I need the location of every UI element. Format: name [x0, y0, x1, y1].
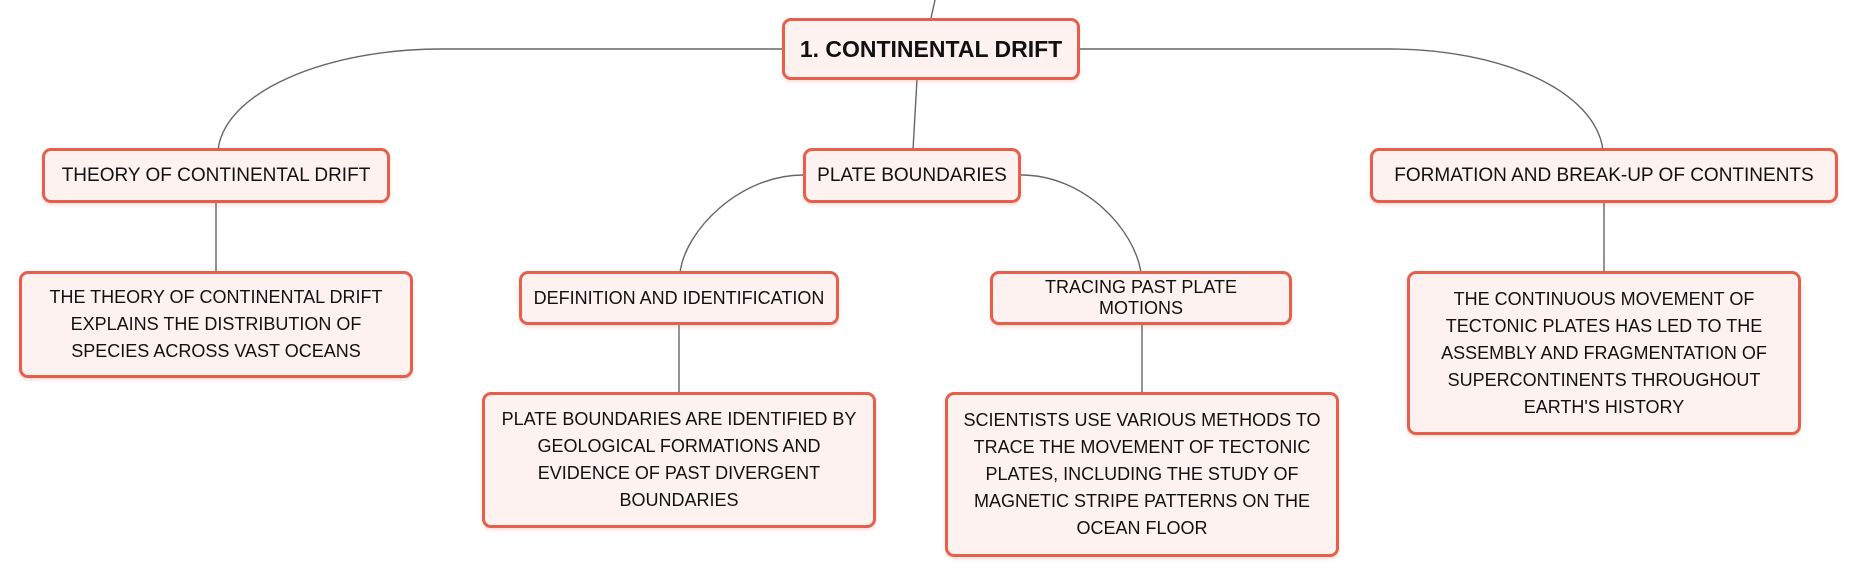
topic-theory-of-continental-drift[interactable]: THEORY OF CONTINENTAL DRIFT: [42, 148, 390, 203]
topic-label: FORMATION AND BREAK-UP OF CONTINENTS: [1394, 164, 1814, 186]
connector-root-to-theory: [217, 48, 782, 151]
connector-root-to-plate-boundaries: [912, 78, 918, 151]
subtopic-tracing-past-plate-motions[interactable]: TRACING PAST PLATE MOTIONS: [990, 271, 1292, 325]
connector-root-to-formation: [1080, 48, 1604, 151]
detail-text: THE CONTINUOUS MOVEMENT OF TECTONIC PLAT…: [1441, 288, 1767, 417]
topic-formation-and-break-up[interactable]: FORMATION AND BREAK-UP OF CONTINENTS: [1370, 148, 1838, 203]
detail-text: SCIENTISTS USE VARIOUS METHODS TO TRACE …: [963, 410, 1321, 538]
root-node[interactable]: 1. CONTINENTAL DRIFT: [782, 18, 1080, 80]
root-node-label: 1. CONTINENTAL DRIFT: [799, 35, 1063, 62]
connector-plate-to-tracing: [1020, 174, 1142, 274]
subtopic-label: DEFINITION AND IDENTIFICATION: [533, 287, 825, 308]
detail-tracing[interactable]: SCIENTISTS USE VARIOUS METHODS TO TRACE …: [945, 392, 1339, 557]
detail-text: PLATE BOUNDARIES ARE IDENTIFIED BY GEOLO…: [501, 409, 857, 510]
detail-formation[interactable]: THE CONTINUOUS MOVEMENT OF TECTONIC PLAT…: [1407, 271, 1801, 435]
connector-plate-to-definition: [679, 174, 804, 274]
detail-text: THE THEORY OF CONTINENTAL DRIFT EXPLAINS…: [49, 287, 383, 361]
topic-label: THEORY OF CONTINENTAL DRIFT: [61, 164, 371, 186]
subtopic-label: TRACING PAST PLATE MOTIONS: [1044, 277, 1238, 318]
topic-plate-boundaries[interactable]: PLATE BOUNDARIES: [803, 148, 1021, 203]
detail-definition[interactable]: PLATE BOUNDARIES ARE IDENTIFIED BY GEOLO…: [482, 392, 876, 528]
connector-parent-to-root: [930, 0, 936, 19]
subtopic-definition-and-identification[interactable]: DEFINITION AND IDENTIFICATION: [519, 271, 839, 325]
topic-label: PLATE BOUNDARIES: [817, 164, 1007, 186]
detail-theory[interactable]: THE THEORY OF CONTINENTAL DRIFT EXPLAINS…: [19, 271, 413, 378]
